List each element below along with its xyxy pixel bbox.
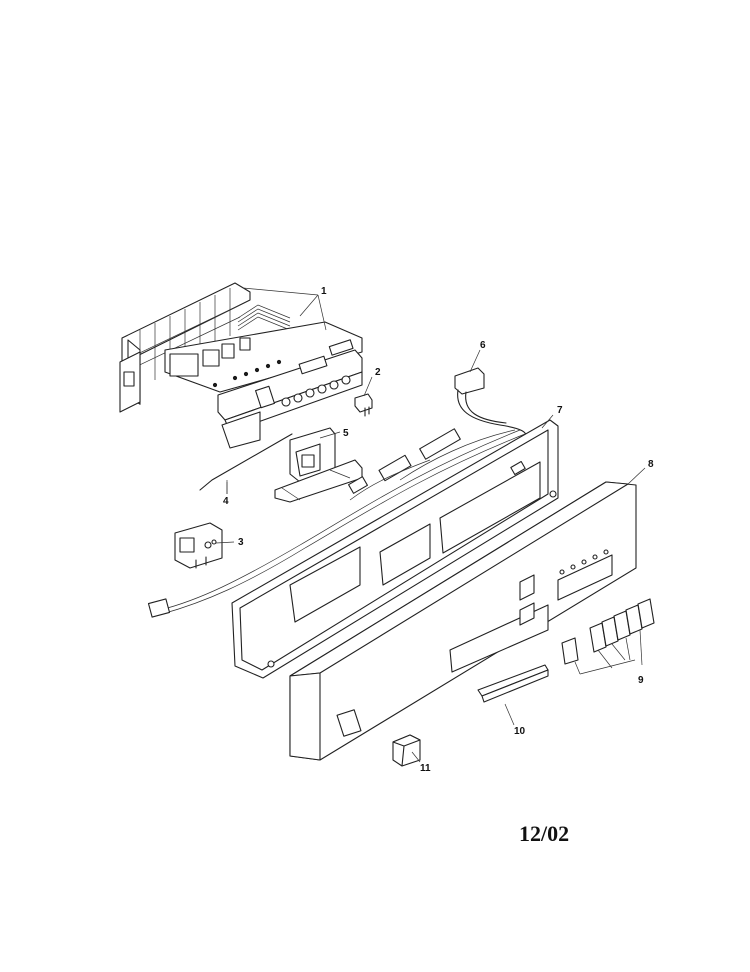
callout-1: 1	[321, 286, 327, 297]
callout-10: 10	[514, 726, 526, 737]
part-7-inner-panel	[147, 419, 559, 679]
part-5-bracket	[274, 427, 363, 503]
callout-9: 9	[638, 675, 644, 686]
callout-3: 3	[238, 537, 244, 548]
callout-7: 7	[557, 405, 563, 416]
part-9-buttons	[561, 598, 655, 675]
part-2-switch	[354, 393, 373, 417]
callout-leaders	[215, 287, 646, 763]
part-8-fascia	[289, 481, 637, 761]
callout-11: 11	[420, 763, 431, 774]
callout-4: 4	[223, 496, 229, 507]
callout-labels: 1 2 3 4 5 6 7 8 9 10 11	[223, 286, 654, 774]
part-11-block	[392, 734, 421, 767]
callout-5: 5	[343, 428, 349, 439]
callout-2: 2	[375, 367, 381, 378]
callout-8: 8	[648, 459, 654, 470]
part-6-connector	[454, 367, 527, 441]
callout-6: 6	[480, 340, 486, 351]
part-1-control-module	[119, 282, 363, 449]
part-3-relay-assembly	[174, 522, 223, 569]
date-code: 12/02	[519, 821, 570, 846]
part-10-trim-bar	[477, 664, 549, 703]
